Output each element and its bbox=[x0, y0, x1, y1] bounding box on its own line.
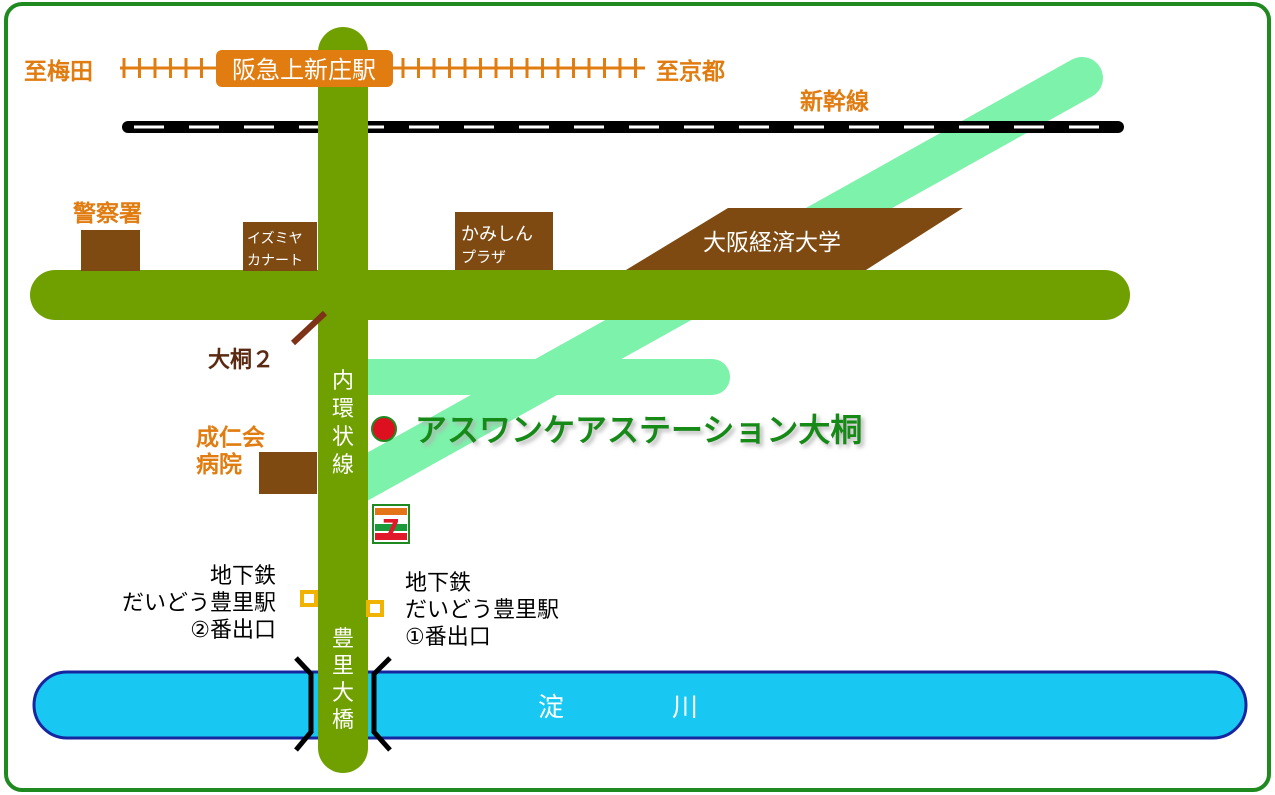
svg-text:だいどう豊里駅: だいどう豊里駅 bbox=[122, 591, 276, 616]
hospital-label-1: 成仁会 bbox=[196, 424, 265, 451]
izumiya-building bbox=[243, 222, 317, 271]
izumiya-label-2: カナート bbox=[247, 253, 303, 269]
svg-text:里: 里 bbox=[332, 654, 354, 679]
exit-1-marker bbox=[366, 600, 384, 617]
destination-label: アスワンケアステーション大桐 bbox=[415, 411, 862, 449]
svg-text:7: 7 bbox=[382, 515, 400, 545]
svg-text:②番出口: ②番出口 bbox=[190, 618, 276, 643]
svg-text:状: 状 bbox=[332, 425, 354, 450]
exit-2-marker bbox=[300, 590, 318, 607]
svg-text:線: 線 bbox=[332, 453, 354, 478]
police-label: 警察署 bbox=[73, 200, 142, 227]
svg-text:橋: 橋 bbox=[332, 708, 354, 733]
svg-text:環: 環 bbox=[332, 397, 354, 422]
kamishin-building bbox=[455, 212, 553, 270]
svg-text:豊: 豊 bbox=[332, 627, 354, 652]
river-label-1: 淀 bbox=[538, 693, 564, 723]
inner-ring-label: 内 環 状 線 bbox=[332, 369, 354, 478]
exit-1-label: 地下鉄 だいどう豊里駅 ①番出口 bbox=[405, 571, 559, 650]
bridge-label: 豊 里 大 橋 bbox=[332, 627, 354, 733]
intersection-label: 大桐２ bbox=[208, 348, 274, 373]
river bbox=[32, 670, 1248, 740]
svg-text:地下鉄: 地下鉄 bbox=[210, 564, 276, 589]
convenience-store-icon: 7 bbox=[372, 504, 410, 545]
police-building bbox=[81, 230, 140, 271]
hospital-building bbox=[259, 452, 317, 494]
svg-text:地下鉄: 地下鉄 bbox=[405, 571, 471, 596]
shinkansen-label: 新幹線 bbox=[800, 88, 869, 115]
university-building bbox=[626, 208, 963, 270]
to-umeda-label: 至梅田 bbox=[24, 58, 93, 85]
kamishin-label-1: かみしん bbox=[461, 224, 533, 245]
destination-marker bbox=[371, 416, 397, 442]
station-name: 阪急上新庄駅 bbox=[232, 56, 376, 84]
svg-text:大: 大 bbox=[332, 681, 354, 706]
river-label-2: 川 bbox=[672, 693, 698, 723]
bridge-railings bbox=[294, 656, 392, 752]
intersection-marker bbox=[290, 310, 328, 346]
svg-text:①番出口: ①番出口 bbox=[405, 625, 491, 650]
hospital-label-2: 病院 bbox=[196, 451, 242, 478]
svg-text:だいどう豊里駅: だいどう豊里駅 bbox=[405, 598, 559, 623]
exit-2-label: 地下鉄 だいどう豊里駅 ②番出口 bbox=[122, 564, 276, 643]
university-label: 大阪経済大学 bbox=[703, 230, 841, 256]
kamishin-label-2: プラザ bbox=[461, 248, 506, 266]
to-kyoto-label: 至京都 bbox=[656, 58, 725, 85]
izumiya-label-1: イズミヤ bbox=[247, 231, 303, 247]
station-box bbox=[216, 50, 393, 87]
hankyu-railway bbox=[120, 58, 645, 78]
svg-text:内: 内 bbox=[332, 369, 354, 394]
